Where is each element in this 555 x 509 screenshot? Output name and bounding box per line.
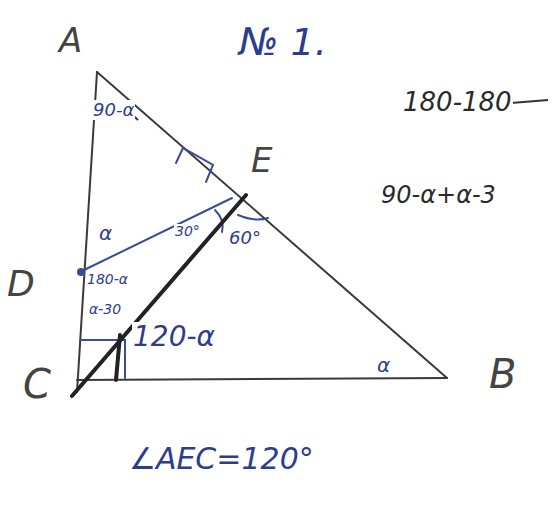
- point-letter: C: [22, 362, 52, 406]
- angle-expression: 180-α: [86, 272, 129, 287]
- side-ac: [77, 72, 97, 392]
- point-letter: D: [6, 264, 36, 304]
- problem-number: № 1.: [238, 22, 328, 64]
- point-letter: B: [488, 352, 517, 396]
- side-note: 90-α+α-3: [380, 182, 497, 208]
- angle-label: α: [376, 354, 391, 376]
- angle-label: α: [98, 222, 113, 244]
- angle-arc: [238, 215, 268, 219]
- angle-expression: 120-α: [132, 322, 216, 353]
- angle-label: 30°: [174, 224, 201, 239]
- angle-expression: 90-α: [92, 100, 135, 120]
- side-ab: [97, 72, 447, 378]
- angle-label: 60°: [228, 228, 262, 248]
- crossed-note: 180-180: [402, 88, 513, 117]
- point-letter: E: [250, 142, 273, 179]
- segment-ce: [72, 195, 246, 396]
- side-cb: [77, 378, 447, 380]
- point-dot: [78, 269, 84, 275]
- thick-mark: [116, 335, 120, 380]
- right-angle-mark: [176, 148, 213, 182]
- point-letter: A: [58, 22, 83, 59]
- answer-text: ∠AEC=120°: [128, 442, 315, 475]
- angle-expression: α-30: [88, 302, 122, 317]
